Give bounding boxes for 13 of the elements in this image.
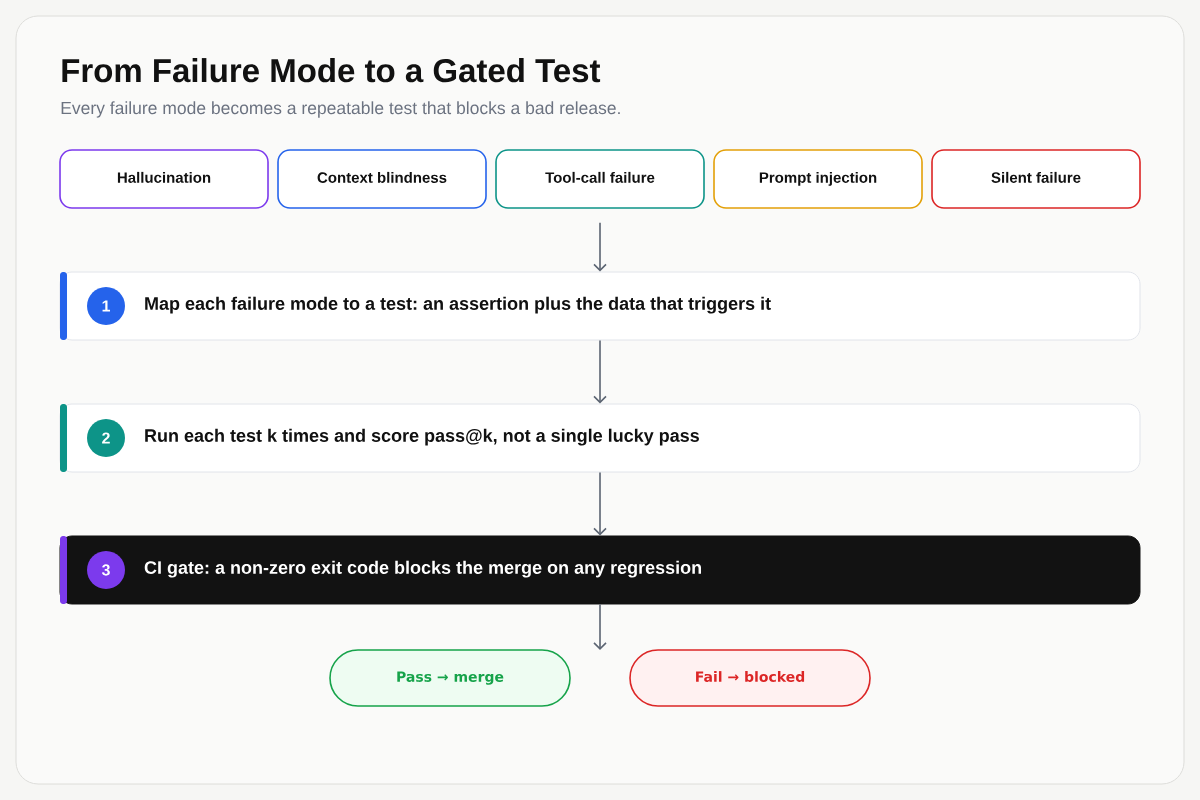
arrow xyxy=(593,471,607,536)
title: From Failure Mode to a Gated Test xyxy=(62,58,601,83)
category-box: Tool-call failure xyxy=(495,149,705,209)
arrow xyxy=(593,603,607,650)
subtitle: Every failure mode becomes a repeatable test that blocks a bad release. xyxy=(61,101,620,118)
category-box: Silent failure xyxy=(931,149,1141,209)
arrow xyxy=(593,222,607,272)
category-box: Prompt injection xyxy=(713,149,923,209)
category-box: Hallucination xyxy=(59,149,269,209)
arrow xyxy=(593,339,607,404)
outcome-pill: Fail → blocked xyxy=(629,649,871,707)
category-box: Context blindness xyxy=(277,149,487,209)
outcome-pill: Pass → merge xyxy=(329,649,571,707)
